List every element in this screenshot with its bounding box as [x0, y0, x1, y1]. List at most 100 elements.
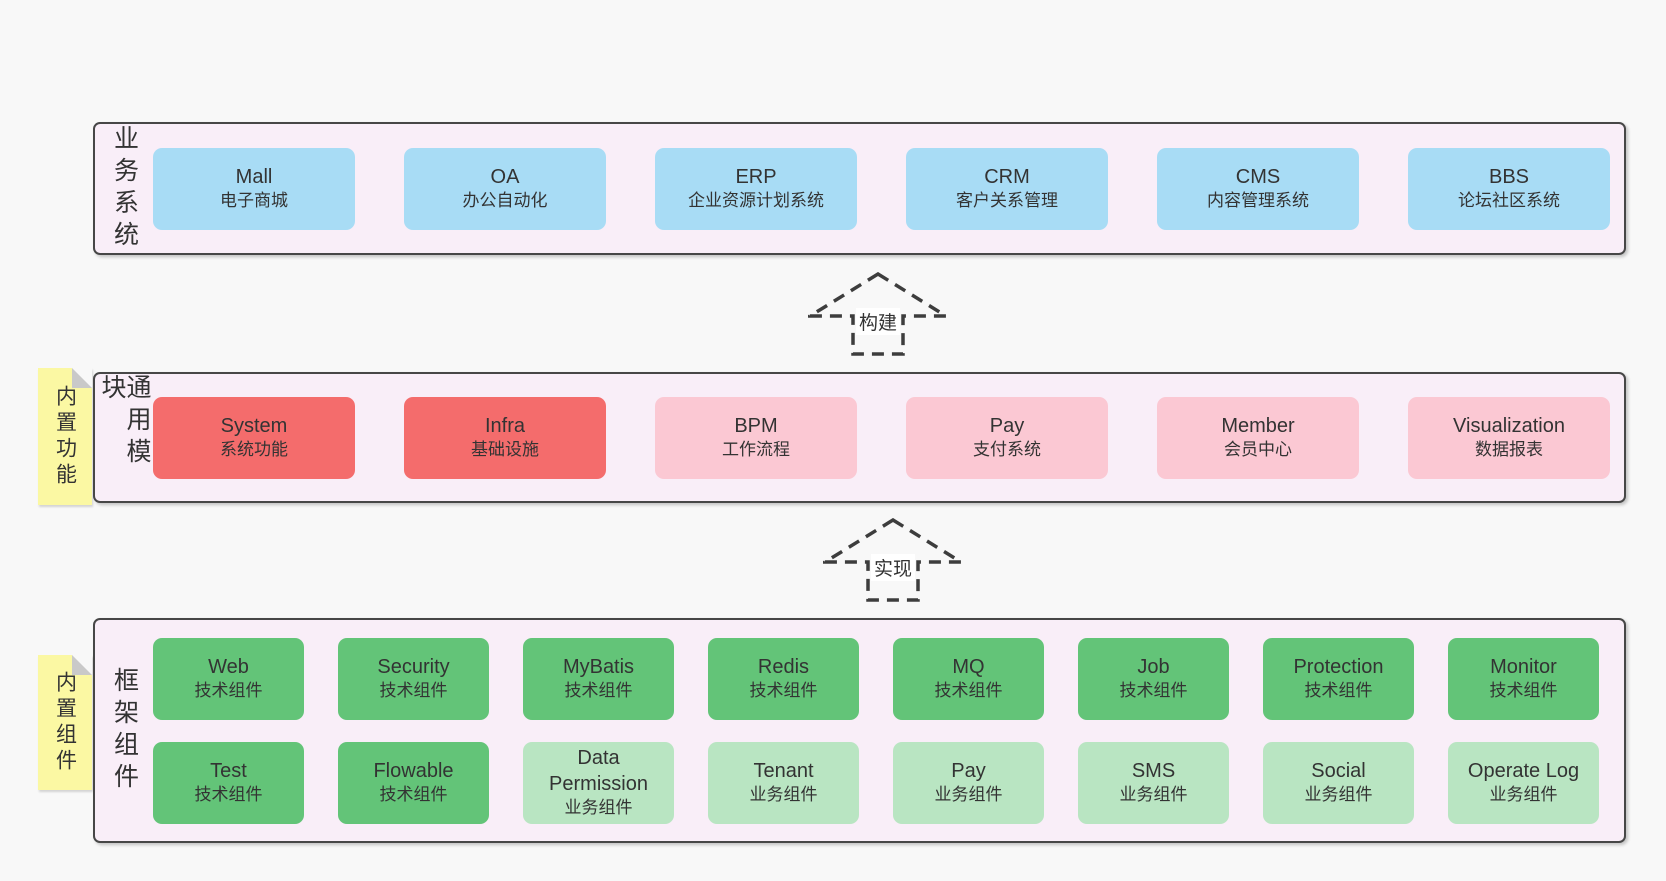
card-subtitle: 技术组件: [379, 681, 448, 701]
card-subtitle: 支付系统: [973, 440, 1041, 460]
card-subtitle: 业务组件: [1304, 785, 1373, 805]
card-subtitle: 业务组件: [749, 785, 818, 805]
card-subtitle: 基础设施: [471, 440, 539, 460]
layer-label: 通用模块: [98, 374, 151, 470]
card-subtitle: 技术组件: [749, 681, 818, 701]
layer-label: 框架组件: [110, 666, 139, 795]
card-title: BPM: [734, 415, 778, 438]
build-arrow-label: 构建: [855, 308, 901, 335]
implement-arrow-icon: 实现: [823, 518, 963, 602]
card-title: CMS: [1235, 166, 1281, 189]
card-subtitle: 办公自动化: [462, 191, 548, 211]
sticky-note-built-in-functions: 内置功能: [38, 368, 92, 505]
card-title: CRM: [984, 166, 1030, 189]
card-subtitle: 数据报表: [1475, 440, 1543, 460]
card-title: Member: [1221, 415, 1295, 438]
card-subtitle: 业务组件: [564, 798, 633, 818]
sticky-note-text: 内置功能: [53, 384, 77, 489]
card-title: Pay: [951, 760, 986, 783]
card-title: Visualization: [1453, 415, 1565, 438]
card-subtitle: 工作流程: [722, 440, 790, 460]
dashed-up-arrow-icon: [808, 272, 948, 356]
card-title: Test: [210, 760, 247, 783]
card-subtitle: 内容管理系统: [1207, 191, 1309, 211]
card-subtitle: 技术组件: [194, 681, 263, 701]
card-subtitle: 论坛社区系统: [1458, 191, 1560, 211]
card-title: Infra: [484, 415, 526, 438]
card-title: Job: [1137, 656, 1170, 679]
card-title: Web: [208, 656, 249, 679]
card-subtitle: 业务组件: [1489, 785, 1558, 805]
card-title: MyBatis: [562, 656, 635, 679]
card-title: Data Permission: [549, 747, 648, 796]
card-subtitle: 会员中心: [1224, 440, 1292, 460]
card-title: Operate Log: [1467, 760, 1580, 783]
build-arrow-icon: 构建: [808, 272, 948, 356]
card-title: Protection: [1293, 656, 1384, 679]
card-title: MQ: [952, 656, 985, 679]
card-subtitle: 电子商城: [220, 191, 288, 211]
card-subtitle: 业务组件: [934, 785, 1003, 805]
card-title: Flowable: [373, 760, 454, 783]
card-title: Tenant: [753, 760, 814, 783]
card-subtitle: 技术组件: [1304, 681, 1373, 701]
dashed-up-arrow-icon: [823, 518, 963, 602]
card-subtitle: 技术组件: [1489, 681, 1558, 701]
card-title: Redis: [757, 656, 810, 679]
card-subtitle: 客户关系管理: [956, 191, 1058, 211]
card-title: Security: [377, 656, 450, 679]
card-subtitle: 技术组件: [564, 681, 633, 701]
card-title: OA: [490, 166, 520, 189]
card-title: Monitor: [1490, 656, 1557, 679]
card-subtitle: 技术组件: [1119, 681, 1188, 701]
card-title: Social: [1311, 760, 1366, 783]
card-subtitle: 业务组件: [1119, 785, 1188, 805]
card-title: BBS: [1488, 166, 1530, 189]
card-title: SMS: [1131, 760, 1176, 783]
card-subtitle: 企业资源计划系统: [688, 191, 824, 211]
card-title: Pay: [989, 415, 1025, 438]
card-title: Mall: [235, 166, 273, 189]
layer-label: 业务系统: [110, 124, 139, 253]
sticky-note-text: 内置组件: [53, 670, 77, 775]
card-subtitle: 系统功能: [220, 440, 288, 460]
card-title: ERP: [735, 166, 777, 189]
card-subtitle: 技术组件: [934, 681, 1003, 701]
card-title: System: [220, 415, 288, 438]
implement-arrow-label: 实现: [870, 554, 916, 581]
